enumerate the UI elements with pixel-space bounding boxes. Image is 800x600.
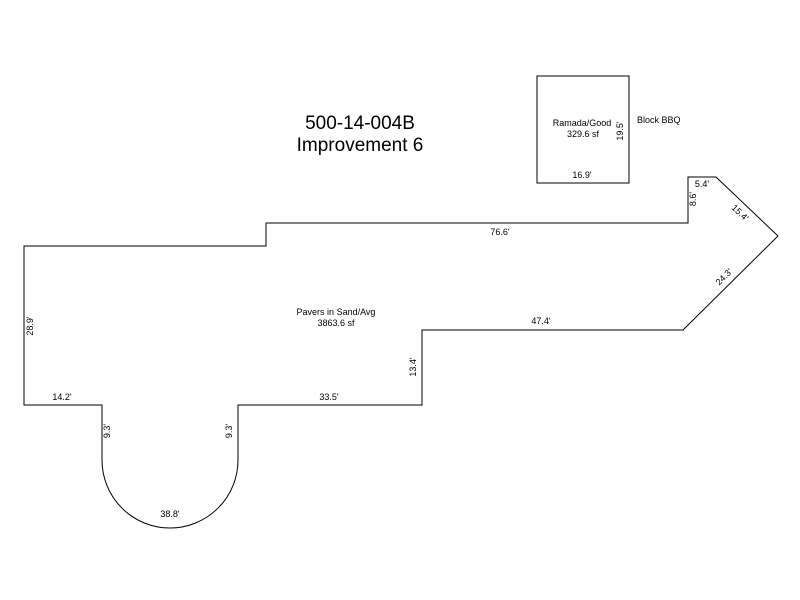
dim-arc: 38.8' [160,509,180,519]
ramada-area: 329.6 sf [567,129,600,139]
dim-arc-right: 9.3' [224,424,234,439]
ramada-name: Ramada/Good [553,118,612,128]
dim-left: 28.9' [25,316,35,336]
ramada-height-dim: 19.5' [615,121,625,141]
dim-notch-top: 5.4' [695,179,710,189]
bbq-label: Block BBQ [637,115,681,125]
dim-diag-lower: 24.3' [714,266,735,287]
pavers-area: 3863.6 sf [317,318,355,328]
dim-step: 13.4' [408,357,418,377]
parcel-id-title: 500-14-004B [305,113,415,134]
dim-bottom-left: 14.2' [52,392,72,402]
dim-diag-upper: 15.4' [730,203,751,224]
ramada-outline [536,75,630,184]
pavers-name: Pavers in Sand/Avg [297,307,376,317]
improvement-title: Improvement 6 [296,135,424,156]
dim-arc-left: 9.3' [102,424,112,439]
dim-notch-side: 8.6' [688,192,698,207]
ramada-width-dim: 16.9' [572,170,592,180]
dim-bottom: 33.5' [319,392,339,402]
pavers-outline [23,176,779,529]
dim-top: 76.6' [490,227,510,237]
dim-mid: 47.4' [531,316,551,326]
